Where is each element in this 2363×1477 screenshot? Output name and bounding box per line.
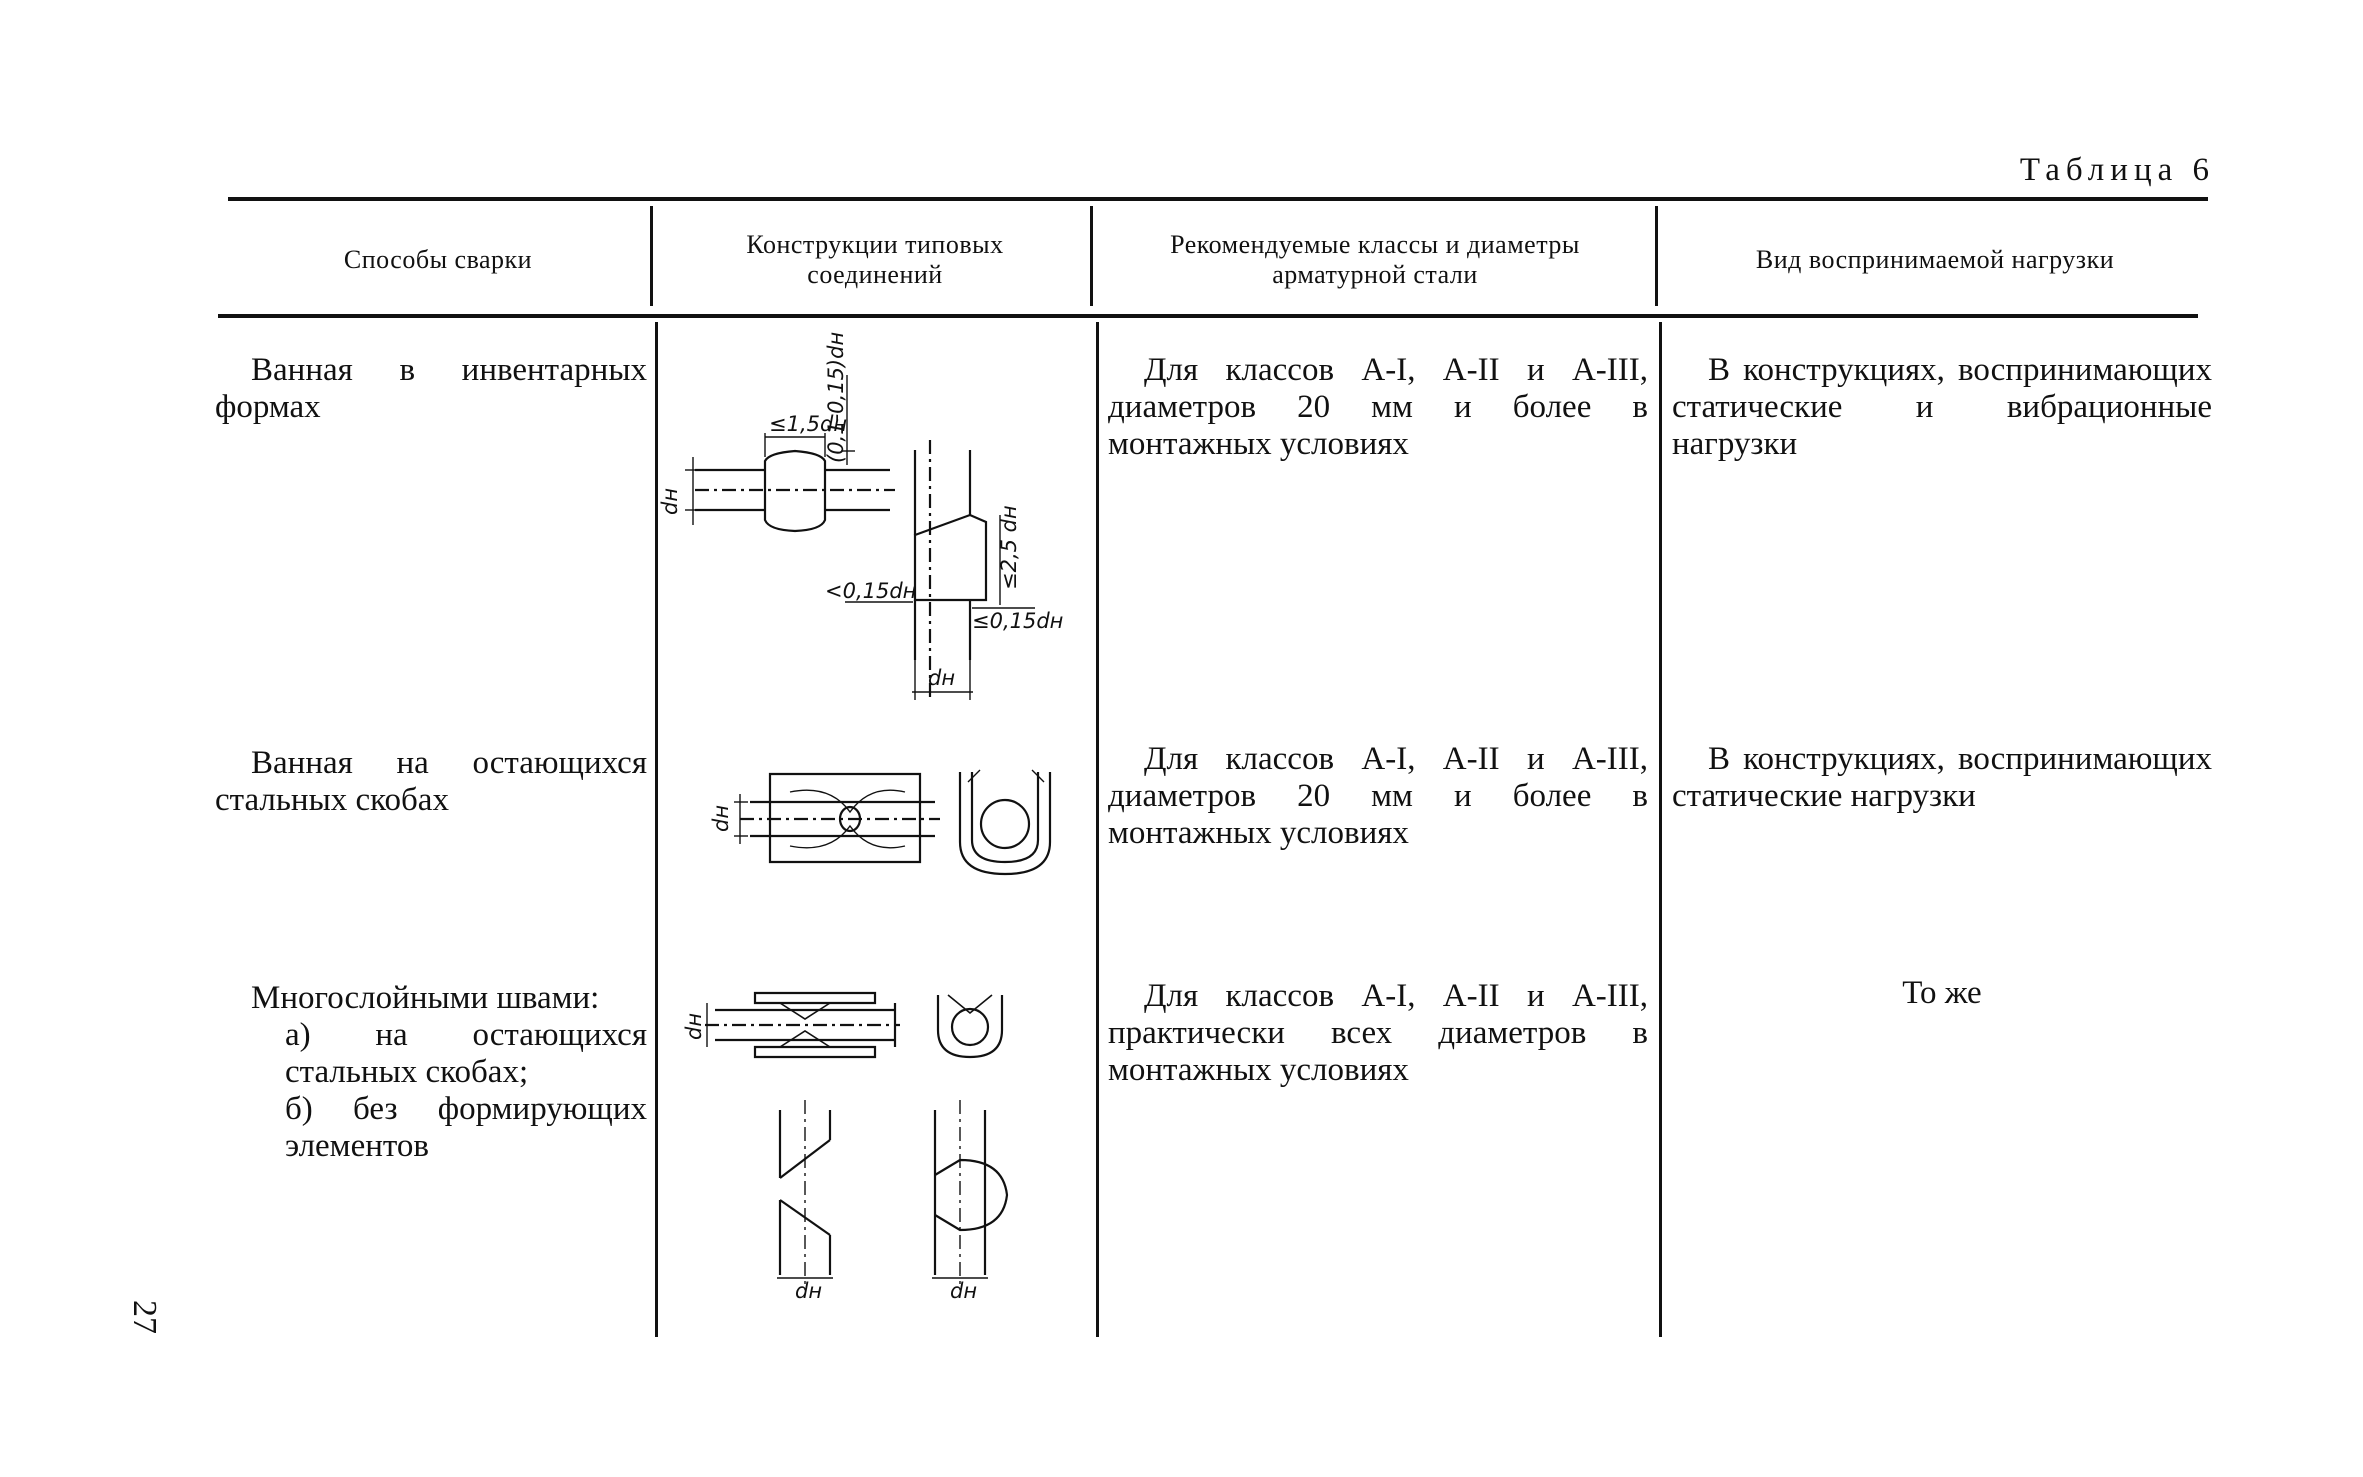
divider-body-1: [655, 322, 658, 1337]
diagram-bath-staples-section: [950, 762, 1060, 882]
label-dn-4: dн: [682, 1013, 706, 1040]
divider-body-3: [1659, 322, 1662, 1337]
header-bottom-rule: [218, 314, 2198, 318]
header-method: Способы сварки: [343, 245, 533, 274]
header-steel: Рекомендуемые классы и диаметры арматурн…: [1170, 230, 1580, 289]
row3-method: Многослойными швами: а) на остающихся ст…: [215, 980, 647, 1165]
row1-steel: Для классов А-I, А-II и А-III, диаметров…: [1108, 352, 1648, 463]
label-dn-5: dн: [795, 1279, 822, 1303]
label-dn-3: dн: [709, 805, 733, 832]
diagram-multilayer-no-forms-b: dн: [915, 1100, 1035, 1303]
row2-steel-text: Для классов А-I, А-II и А-III, диаметров…: [1108, 741, 1648, 851]
label-h: ≤2,5 dн: [997, 505, 1021, 590]
row3-method-b: б) без формирующих элементов: [285, 1091, 647, 1164]
row3-load: То же: [1672, 975, 2212, 1012]
page-number: 27: [126, 1300, 163, 1334]
table-caption: Таблица 6: [2019, 152, 2215, 188]
row2-method-text: Ванная на остающихся стальных скобах: [215, 745, 647, 818]
divider-header-1: [650, 206, 653, 306]
diagram-bath-staples-side: dн: [709, 762, 940, 877]
divider-body-2: [1096, 322, 1099, 1337]
row3-method-text: Многослойными швами:: [251, 980, 600, 1016]
row3-method-a: а) на остающихся стальных скобах;: [285, 1017, 647, 1090]
row3-steel-text: Для классов А-I, А-II и А-III, практичес…: [1108, 978, 1648, 1088]
label-offset-right: ≤0,15dн: [972, 609, 1063, 633]
header-construction: Конструкции типовых соединений: [746, 230, 1004, 289]
label-dn-2: dн: [928, 666, 955, 690]
row1-method: Ванная в инвентарных формах: [215, 352, 647, 426]
diagram-multilayer-staples-section: [930, 985, 1010, 1065]
table-top-rule: [228, 197, 2208, 201]
label-offset-left: <0,15dн: [825, 579, 916, 603]
divider-header-3: [1655, 206, 1658, 306]
diagram-bath-inventory-vertical: ≤2,5 dн <0,15dн ≤0,15dн dн: [825, 430, 1063, 710]
row2-steel: Для классов А-I, А-II и А-III, диаметров…: [1108, 741, 1648, 852]
row1-method-text: Ванная в инвентарных формах: [215, 352, 647, 425]
label-dn-6: dн: [950, 1279, 977, 1303]
diagram-bath-inventory-horizontal: dн ≤1,5dн (0,1-0,15)dн: [658, 332, 915, 575]
row2-load-text: В конструкциях, воспринимающих статическ…: [1672, 741, 2212, 814]
diagram-multilayer-no-forms-a: dн: [755, 1100, 875, 1303]
divider-header-2: [1090, 206, 1093, 306]
label-len: ≤1,5dн: [769, 412, 847, 436]
header-load: Вид воспринимаемой нагрузки: [1755, 245, 2115, 274]
diagram-multilayer-staples-side: dн: [682, 985, 905, 1065]
row1-load-text: В конструкциях, воспринимающих статическ…: [1672, 352, 2212, 462]
row2-load: В конструкциях, воспринимающих статическ…: [1672, 741, 2212, 815]
label-gap: (0,1-0,15)dн: [824, 332, 848, 463]
row2-method: Ванная на остающихся стальных скобах: [215, 745, 647, 819]
row3-steel: Для классов А-I, А-II и А-III, практичес…: [1108, 978, 1648, 1089]
row3-load-text: То же: [1902, 975, 1982, 1011]
row1-load: В конструкциях, воспринимающих статическ…: [1672, 352, 2212, 463]
label-dn: dн: [658, 488, 682, 515]
row1-steel-text: Для классов А-I, А-II и А-III, диаметров…: [1108, 352, 1648, 462]
